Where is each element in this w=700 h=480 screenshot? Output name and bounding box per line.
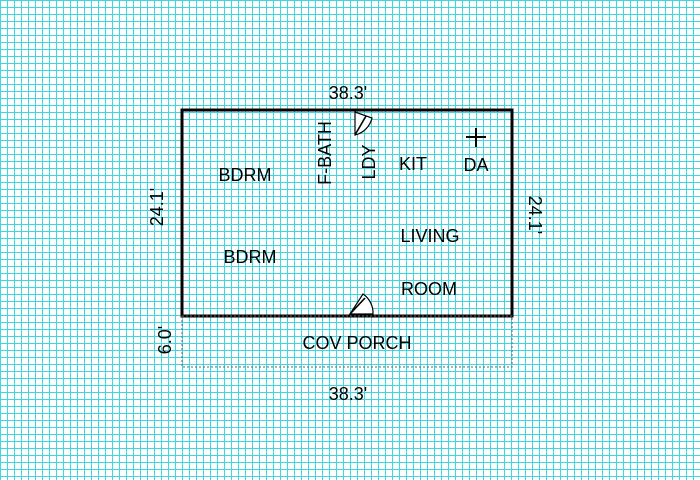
building-outline [180,108,514,318]
room-label-laundry: LDY [359,144,379,180]
bottom-width-dimension: 38.3' [328,384,368,404]
room-label-living: LIVING [400,226,460,246]
room-label-bedroom-1: BDRM [218,165,272,185]
room-label-dining-area: DA [463,155,489,175]
room-label-full-bath: F-BATH [315,121,335,185]
door-swing-icon [354,111,373,136]
room-label-room: ROOM [401,279,457,299]
right-depth-dimension: 24.1' [525,195,545,235]
left-depth-dimension: 24.1' [147,187,167,227]
top-width-dimension: 38.3' [328,83,368,103]
room-label-bedroom-2: BDRM [223,247,277,267]
room-label-kitchen: KIT [398,154,428,174]
table-fixture-icon [466,128,486,147]
room-label-covered-porch: COV PORCH [302,333,412,353]
porch-outline [181,315,513,368]
porch-depth-dimension: 6.0' [155,325,175,355]
door-swing-icon [348,293,374,315]
